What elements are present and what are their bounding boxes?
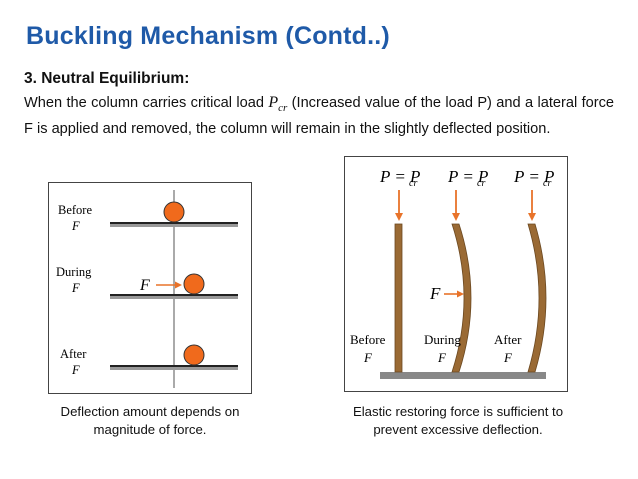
right-state-after-f: F: [503, 350, 513, 365]
load-arrow-icon: [452, 190, 460, 221]
pcr-symbol: Pcr: [268, 94, 288, 115]
right-state-after-label: After: [494, 332, 522, 347]
section-heading: 3. Neutral Equilibrium:: [24, 70, 190, 87]
left-force-label: F: [139, 277, 150, 294]
svg-text:cr: cr: [477, 178, 485, 189]
load-label-1: P = P cr: [379, 167, 420, 189]
column-before: [394, 223, 403, 373]
right-caption: Elastic restoring force is sufficient to…: [352, 404, 564, 437]
column-buckling-figure: P = P cr P = P cr P = P cr F Before F Du…: [344, 156, 568, 392]
right-state-before-label: Before: [350, 332, 386, 347]
load-label-2: P = P cr: [447, 167, 488, 189]
svg-text:P = P: P = P: [379, 167, 420, 186]
ball-equilibrium-figure: Before F During F F After F: [48, 182, 252, 394]
left-state-after-f: F: [71, 363, 80, 377]
load-label-3: P = P cr: [513, 167, 554, 189]
ground-base: [380, 372, 546, 379]
left-state-after-label: After: [60, 347, 87, 361]
right-force-label: F: [429, 284, 441, 303]
ball-during: [183, 273, 205, 295]
svg-text:P = P: P = P: [513, 167, 554, 186]
svg-text:cr: cr: [543, 178, 551, 189]
surface-after: [110, 366, 238, 370]
svg-text:cr: cr: [409, 178, 417, 189]
column-after: [527, 223, 547, 373]
right-state-during-label: During: [424, 332, 461, 347]
svg-text:P = P: P = P: [447, 167, 488, 186]
surface-during: [110, 295, 238, 299]
surface-before: [110, 223, 238, 227]
column-during: [451, 223, 472, 373]
ball-after: [183, 344, 205, 366]
right-state-during-f: F: [437, 350, 447, 365]
para-text-after: (Increased value of the load P) and a la…: [24, 95, 615, 138]
force-arrow-icon: [457, 290, 464, 298]
load-arrow-icon: [395, 190, 403, 221]
left-state-during-label: During: [56, 265, 92, 279]
left-state-before-f: F: [71, 219, 80, 233]
left-caption: Deflection amount depends on magnitude o…: [60, 404, 240, 437]
right-state-before-f: F: [363, 350, 373, 365]
force-arrow-icon: [175, 281, 182, 289]
left-state-during-f: F: [71, 281, 80, 295]
ball-before: [163, 201, 185, 223]
load-arrow-icon: [528, 190, 536, 221]
slide-title: Buckling Mechanism (Contd..): [26, 22, 390, 50]
left-state-before-label: Before: [58, 203, 92, 217]
para-text-before: When the column carries critical load: [24, 95, 269, 111]
description-paragraph: When the column carries critical load Pc…: [24, 92, 614, 140]
